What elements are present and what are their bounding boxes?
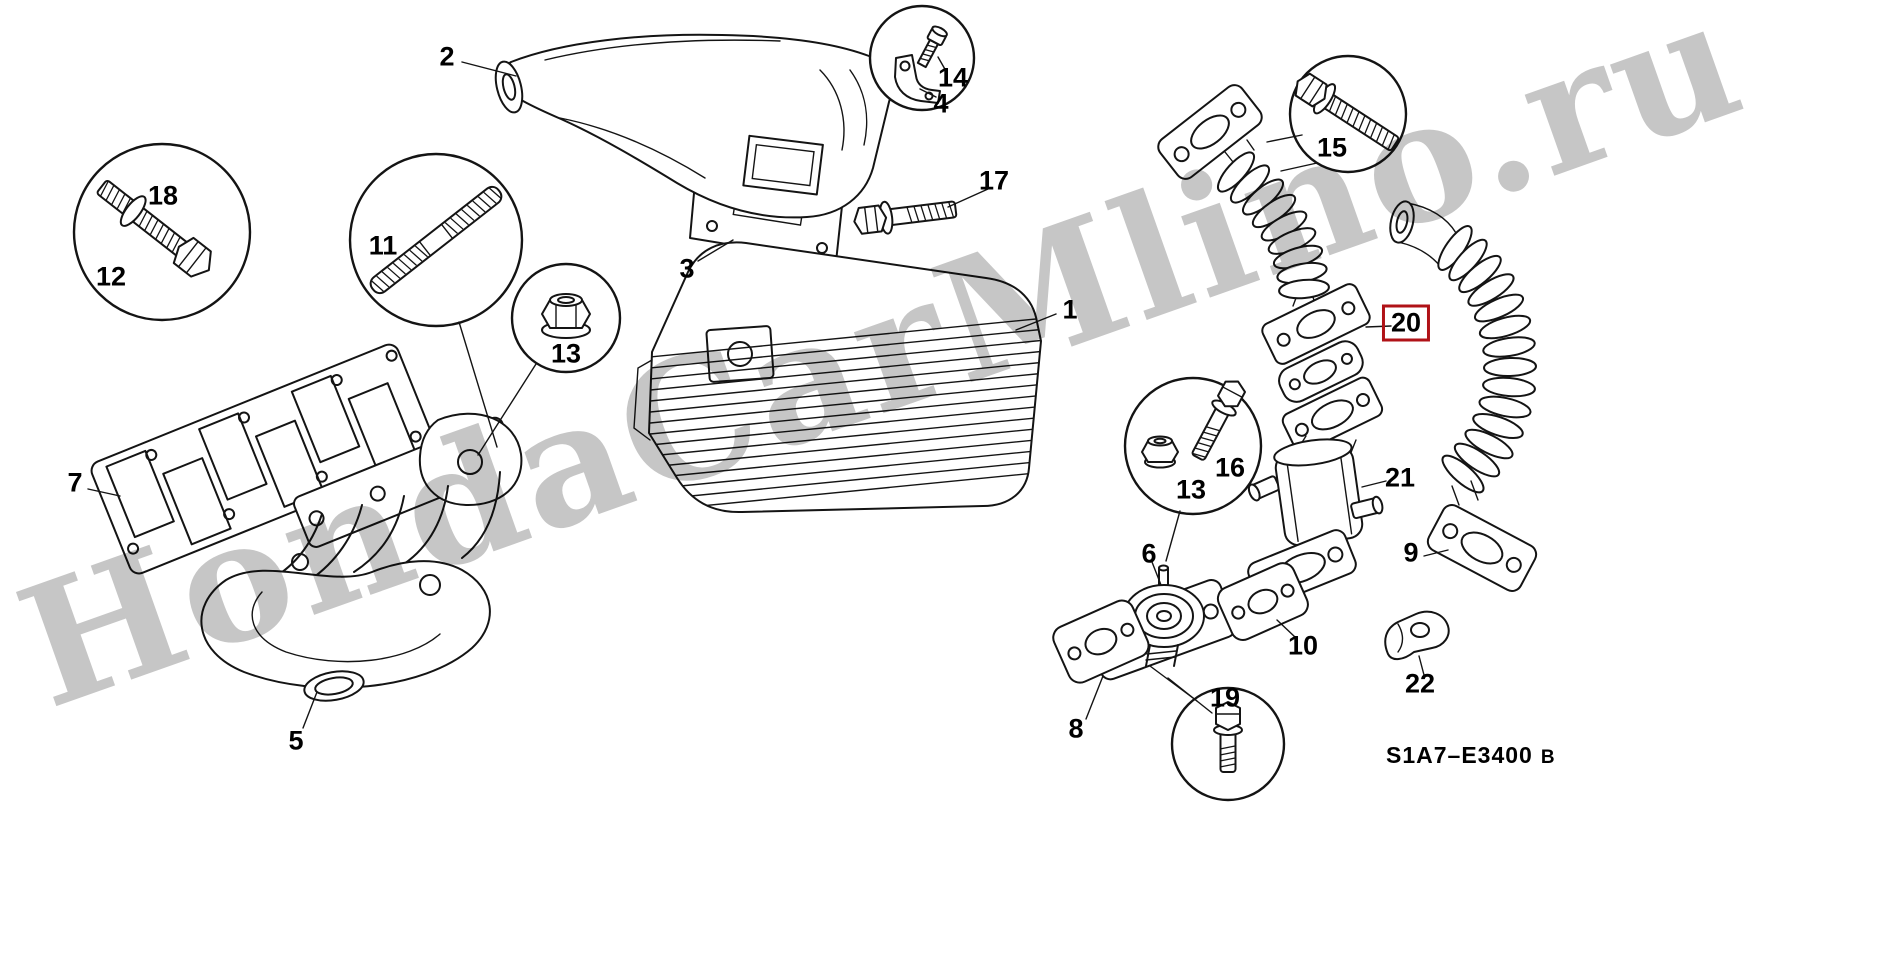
part-label-21[interactable]: 21 bbox=[1384, 462, 1416, 493]
part-label-22[interactable]: 22 bbox=[1404, 668, 1436, 699]
part-label-5[interactable]: 5 bbox=[288, 725, 304, 756]
part-label-15[interactable]: 15 bbox=[1316, 132, 1348, 163]
part-label-13-right[interactable]: 13 bbox=[1175, 474, 1207, 505]
part-label-17[interactable]: 17 bbox=[978, 165, 1010, 196]
egr-pipe-upper-20-drawing bbox=[1157, 84, 1371, 403]
part-label-19[interactable]: 19 bbox=[1209, 682, 1241, 713]
part-label-3[interactable]: 3 bbox=[679, 253, 695, 284]
heat-shield-1-drawing bbox=[633, 241, 1042, 514]
leader-lines bbox=[87, 56, 1449, 729]
bolt-17-drawing bbox=[853, 200, 958, 235]
part-label-18[interactable]: 18 bbox=[147, 180, 179, 211]
part-label-10[interactable]: 10 bbox=[1287, 630, 1319, 661]
part-label-8[interactable]: 8 bbox=[1068, 713, 1084, 744]
bracket-22-drawing bbox=[1384, 610, 1450, 660]
gasket-8-drawing bbox=[1052, 599, 1150, 684]
part-label-1[interactable]: 1 bbox=[1062, 294, 1078, 325]
diagram-code: S1A7–E3400 B bbox=[1386, 742, 1556, 769]
part-label-4[interactable]: 4 bbox=[933, 88, 949, 119]
part-label-2[interactable]: 2 bbox=[439, 41, 455, 72]
callout-stud-11 bbox=[348, 152, 524, 328]
part-label-20-highlighted[interactable]: 20 bbox=[1381, 304, 1431, 342]
part-label-9[interactable]: 9 bbox=[1403, 537, 1419, 568]
part-label-16[interactable]: 16 bbox=[1214, 452, 1246, 483]
diagram-code-text: S1A7–E3400 bbox=[1386, 742, 1533, 768]
callout-screw-14-bracket-4 bbox=[868, 4, 976, 112]
egr-hose-9-drawing bbox=[1389, 200, 1538, 592]
part-label-14[interactable]: 14 bbox=[937, 62, 969, 93]
duct-2-drawing bbox=[494, 33, 893, 219]
egr-pipe-21-drawing bbox=[1247, 376, 1384, 607]
part-label-12[interactable]: 12 bbox=[95, 261, 127, 292]
gasket-10-drawing bbox=[1216, 562, 1309, 642]
callout-bolt-16-nut-13-right bbox=[1123, 376, 1263, 516]
part-label-13-left[interactable]: 13 bbox=[550, 338, 582, 369]
part-label-11[interactable]: 11 bbox=[368, 230, 398, 261]
callout-bolt-15 bbox=[1288, 54, 1408, 174]
callout-bolt-19 bbox=[1170, 686, 1286, 802]
callout-nut-13-left bbox=[510, 262, 622, 374]
diagram-code-suffix: B bbox=[1540, 747, 1556, 768]
part-label-7[interactable]: 7 bbox=[67, 467, 83, 498]
manifold-5-drawing bbox=[200, 412, 523, 702]
part-label-6[interactable]: 6 bbox=[1141, 538, 1157, 569]
callout-bolt-18-washer-12 bbox=[72, 142, 252, 322]
